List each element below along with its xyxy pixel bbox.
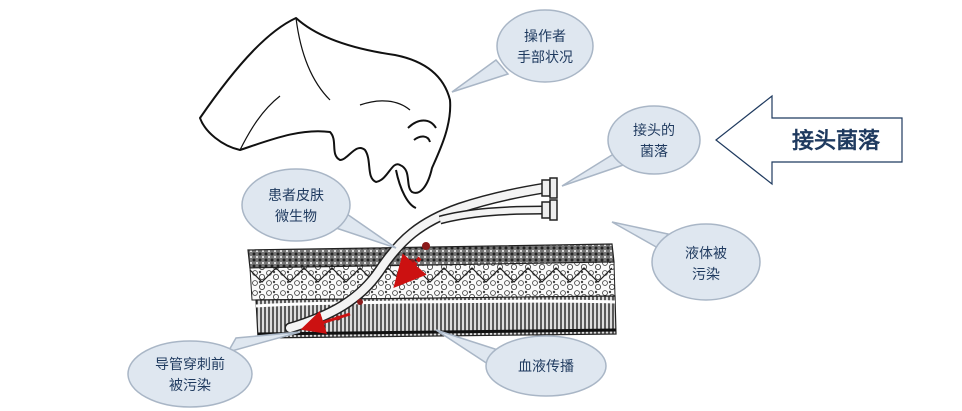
callout-connector-line2: 菌落: [640, 144, 668, 160]
connector-colony-label: 接头菌落: [792, 129, 881, 154]
connector-hub-upper: [541, 179, 551, 197]
callout-catheter: 导管穿刺前 被污染: [127, 331, 301, 408]
callout-skin: 患者皮肤 微生物: [241, 168, 397, 249]
callout-fluid: 液体被 污染: [611, 221, 761, 301]
connector-hub-lower: [541, 201, 551, 219]
microbe-dot: [422, 242, 430, 250]
callout-catheter-line1: 导管穿刺前: [155, 356, 225, 373]
callout-hand-line2: 手部状况: [517, 50, 573, 66]
catheter: [284, 177, 558, 334]
callout-connector: 接头的 菌落: [561, 105, 701, 187]
callout-hand: 操作者 手部状况: [451, 9, 594, 93]
callout-fluid-line1: 液体被: [685, 246, 727, 262]
contamination-arrow: [393, 253, 427, 288]
callout-skin-line1: 患者皮肤: [268, 188, 324, 204]
callout-skin-line2: 微生物: [275, 209, 317, 225]
connector-colony-arrow: 接头菌落: [715, 94, 903, 186]
callout-connector-line1: 接头的: [633, 122, 675, 139]
operator-hand-illustration: [199, 17, 452, 209]
callout-blood: 血液传播: [435, 329, 607, 397]
callout-catheter-line2: 被污染: [169, 378, 211, 394]
microbe-dot: [357, 299, 363, 305]
callout-hand-line1: 操作者: [524, 29, 566, 45]
callout-fluid-line2: 污染: [692, 267, 720, 283]
callout-blood-line1: 血液传播: [518, 359, 574, 375]
contamination-arrow: [300, 310, 351, 334]
